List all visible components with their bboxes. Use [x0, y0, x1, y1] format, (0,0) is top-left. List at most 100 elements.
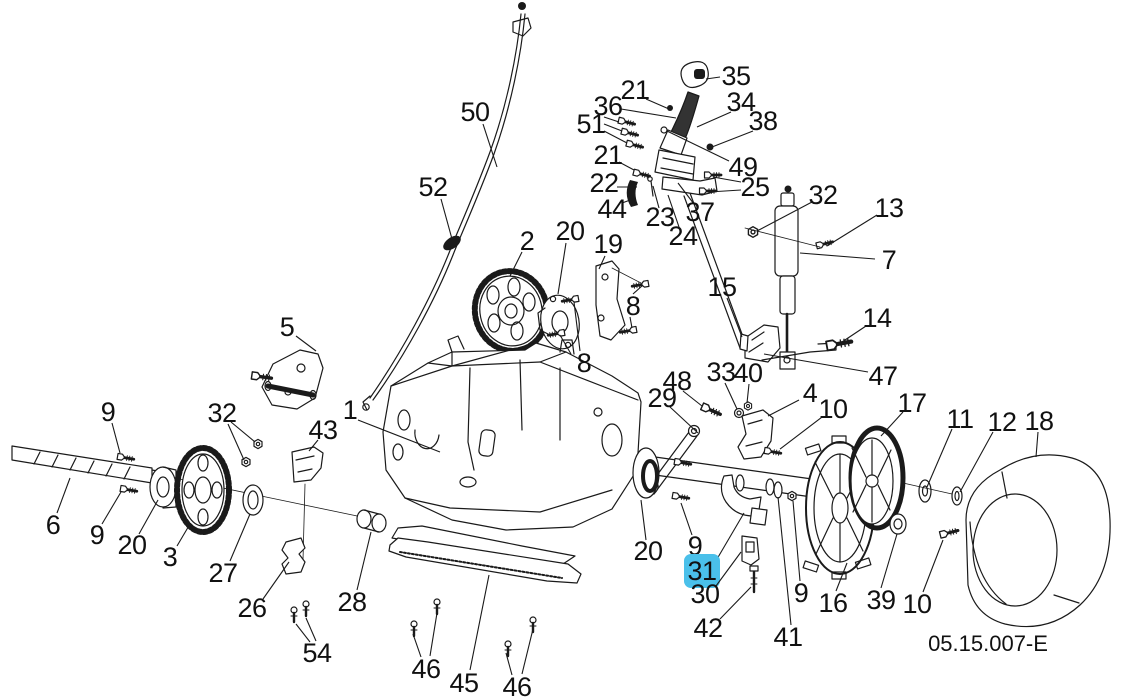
- callout-48[interactable]: 48: [662, 366, 692, 396]
- callout-9[interactable]: 9: [794, 578, 809, 608]
- callout-39[interactable]: 39: [866, 585, 896, 615]
- callout-2[interactable]: 2: [520, 226, 535, 256]
- leader-line-32: [230, 421, 256, 443]
- callout-27[interactable]: 27: [208, 558, 238, 588]
- leader-line-36: [620, 108, 677, 119]
- callout-22[interactable]: 22: [589, 168, 619, 198]
- callout-29[interactable]: 29: [647, 383, 677, 413]
- leader-line-45: [469, 574, 490, 671]
- callout-9[interactable]: 9: [101, 397, 116, 427]
- leader-line-20: [557, 242, 567, 295]
- callout-21[interactable]: 21: [620, 75, 650, 105]
- callout-11[interactable]: 11: [946, 404, 974, 434]
- leader-line-24: [667, 194, 680, 228]
- leader-line-46: [429, 612, 438, 657]
- callout-34[interactable]: 34: [726, 87, 756, 117]
- callout-5[interactable]: 5: [280, 312, 295, 342]
- latch-art: [741, 535, 760, 594]
- callout-37[interactable]: 37: [685, 197, 715, 227]
- leader-line-33: [724, 382, 738, 410]
- callout-26[interactable]: 26: [237, 593, 267, 623]
- leader-line-9: [792, 500, 801, 582]
- leader-line-27: [229, 513, 251, 562]
- callout-20[interactable]: 20: [555, 216, 585, 246]
- callout-7[interactable]: 7: [882, 245, 897, 275]
- leader-line-8: [573, 301, 581, 352]
- leader-line-50: [482, 123, 498, 168]
- callout-17[interactable]: 17: [897, 388, 927, 418]
- callout-46[interactable]: 46: [502, 672, 532, 700]
- callout-32[interactable]: 32: [808, 180, 838, 210]
- callout-35[interactable]: 35: [721, 61, 751, 91]
- callout-10[interactable]: 10: [818, 394, 848, 424]
- callout-52[interactable]: 52: [418, 172, 448, 202]
- leader-line-25: [712, 176, 742, 183]
- leader-line-8: [632, 284, 644, 295]
- callout-44[interactable]: 44: [597, 194, 627, 224]
- callout-46[interactable]: 46: [411, 654, 441, 684]
- leader-line-8: [629, 316, 633, 329]
- leader-line-8: [559, 334, 572, 355]
- leader-line-51: [603, 123, 623, 132]
- callout-32[interactable]: 32: [207, 398, 237, 428]
- callout-28[interactable]: 28: [337, 587, 367, 617]
- shift-linkage-art: [641, 401, 774, 497]
- leader-line-31: [716, 512, 745, 560]
- callout-43[interactable]: 43: [308, 415, 338, 445]
- callout-9[interactable]: 9: [688, 531, 703, 561]
- callout-20[interactable]: 20: [117, 530, 147, 560]
- callout-38[interactable]: 38: [748, 106, 778, 136]
- leader-line-20: [640, 499, 647, 541]
- callout-8[interactable]: 8: [626, 291, 641, 321]
- callout-25[interactable]: 25: [740, 172, 770, 202]
- leader-line-51: [603, 130, 628, 144]
- callout-23[interactable]: 23: [645, 202, 675, 232]
- callout-9[interactable]: 9: [90, 520, 105, 550]
- callout-4[interactable]: 4: [803, 378, 819, 408]
- leader-line-38: [711, 130, 754, 148]
- leader-line-54: [305, 617, 317, 642]
- callout-3[interactable]: 3: [163, 542, 178, 572]
- callout-6[interactable]: 6: [46, 510, 61, 540]
- callout-16[interactable]: 16: [818, 588, 848, 618]
- baffle-plate-art: [388, 525, 582, 658]
- callout-49[interactable]: 49: [728, 152, 758, 182]
- mount-bracket-art: [546, 260, 651, 341]
- leader-line-46: [505, 652, 513, 676]
- frame-art: [382, 335, 642, 531]
- callout-21[interactable]: 21: [593, 140, 623, 170]
- callout-54[interactable]: 54: [302, 638, 332, 668]
- callout-31[interactable]: 31: [687, 556, 717, 586]
- callout-20[interactable]: 20: [633, 536, 663, 566]
- callout-41[interactable]: 41: [773, 622, 803, 652]
- callout-45[interactable]: 45: [449, 668, 479, 698]
- callout-30[interactable]: 30: [690, 579, 720, 609]
- leader-line-21: [645, 98, 670, 110]
- leader-line-52: [440, 198, 453, 240]
- callout-13[interactable]: 13: [874, 193, 904, 223]
- callout-24[interactable]: 24: [668, 221, 698, 251]
- callout-1[interactable]: 1: [343, 395, 358, 425]
- leader-line-48: [682, 390, 703, 407]
- callout-40[interactable]: 40: [733, 358, 763, 388]
- leader-line-32: [756, 201, 813, 232]
- callout-15[interactable]: 15: [707, 272, 737, 302]
- callout-19[interactable]: 19: [593, 229, 623, 259]
- callout-18[interactable]: 18: [1024, 406, 1054, 436]
- callout-51[interactable]: 51: [576, 109, 606, 139]
- callout-47[interactable]: 47: [868, 361, 898, 391]
- callout-50[interactable]: 50: [460, 97, 490, 127]
- callout-42[interactable]: 42: [693, 613, 723, 643]
- leader-line-41: [777, 496, 792, 626]
- callout-36[interactable]: 36: [593, 91, 623, 121]
- leader-line-35: [705, 76, 721, 80]
- callout-8[interactable]: 8: [577, 348, 592, 378]
- spur-gear-art: [149, 445, 264, 535]
- leader-line-46: [412, 633, 422, 658]
- axle-art: [632, 446, 813, 503]
- callout-10[interactable]: 10: [902, 589, 932, 619]
- callout-12[interactable]: 12: [987, 407, 1017, 437]
- callout-14[interactable]: 14: [862, 303, 892, 333]
- callout-33[interactable]: 33: [706, 357, 736, 387]
